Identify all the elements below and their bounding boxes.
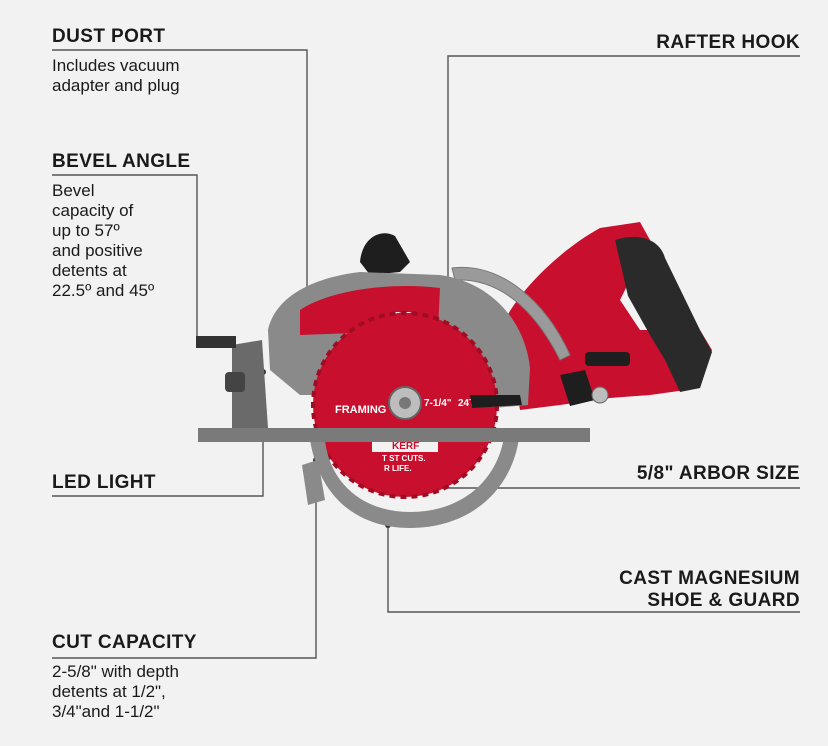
bevel-adjust-bracket — [232, 340, 268, 428]
led-light-title: LED LIGHT — [52, 472, 156, 493]
dust-port-description: Includes vacuum adapter and plug — [52, 56, 180, 95]
cast-magnesium-shoe — [198, 428, 590, 442]
trigger — [585, 352, 630, 366]
blade-teeth-label: 24T — [458, 398, 475, 409]
rafter-hook-title: RAFTER HOOK — [656, 32, 800, 53]
front-knob — [360, 233, 410, 275]
blade-type-label: FRAMING — [335, 404, 386, 416]
depth-adjust-lever — [560, 370, 595, 406]
leader-rafter-hook — [447, 55, 800, 283]
saw-motor-body — [505, 222, 712, 410]
arbor-size-title: 5/8" ARBOR SIZE — [636, 463, 800, 484]
cut-capacity-description: 2-5/8" with depth detents at 1/2", 3/4"a… — [52, 662, 180, 721]
cut-capacity-title: CUT CAPACITY — [52, 632, 197, 653]
blade-slogan-1: T ST CUTS. — [382, 454, 426, 463]
shoe-guard-title: CAST MAGNESIUM SHOE & GUARD — [619, 568, 800, 611]
leader-bevel-angle — [52, 174, 198, 338]
leader-shoe-guard — [387, 525, 800, 613]
dust-port-title: DUST PORT — [52, 26, 166, 47]
lower-blade-guard — [310, 430, 520, 528]
blade-slogan-2: R LIFE. — [384, 464, 412, 473]
bevel-angle-description: Bevel capacity of up to 57º and positive… — [52, 181, 155, 300]
blade-kerf-label: KERF — [392, 441, 419, 452]
blade-size-label: 7-1/4" — [424, 398, 452, 409]
leader-dust-port — [52, 49, 308, 300]
rafter-hook-arc — [451, 266, 571, 361]
leader-cut-capacity — [52, 460, 317, 659]
bevel-angle-title: BEVEL ANGLE — [52, 151, 191, 172]
saw-handle-grip — [615, 236, 712, 392]
